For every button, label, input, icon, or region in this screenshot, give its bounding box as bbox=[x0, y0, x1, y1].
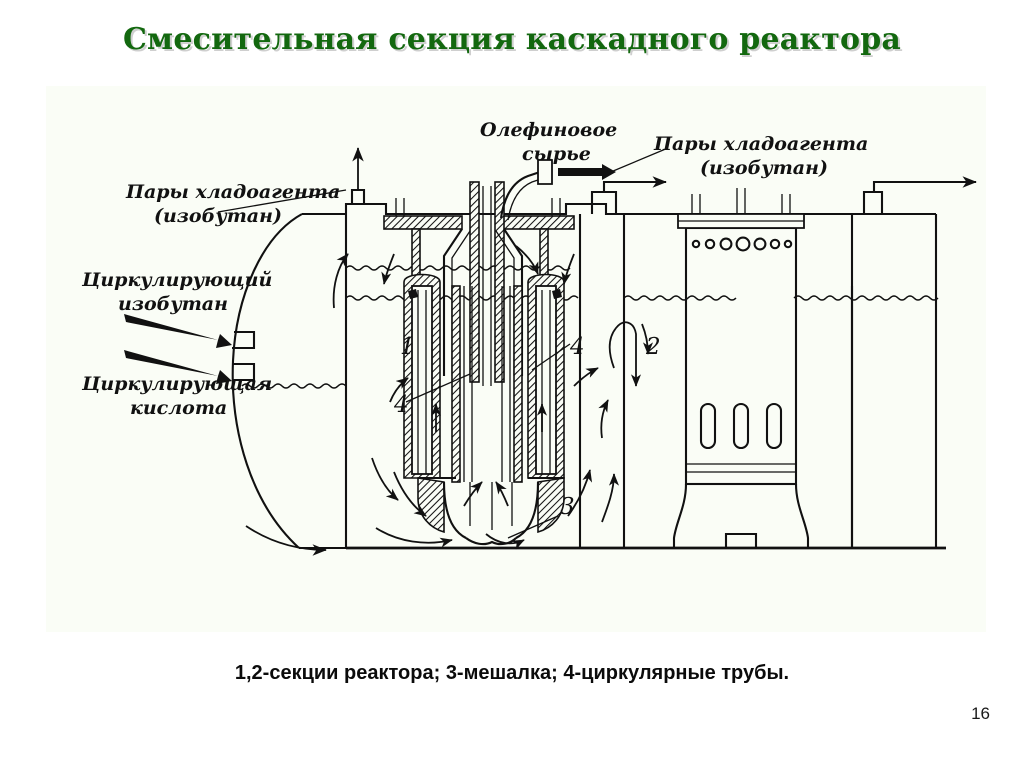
isobutane-feed-arrow bbox=[124, 314, 232, 348]
tubesheet-stub-left bbox=[395, 198, 405, 216]
olefin-feed-arrow bbox=[558, 164, 616, 180]
vessel-left-head bbox=[231, 213, 303, 549]
acid-feed-arrow bbox=[124, 350, 232, 384]
inner-connector-left bbox=[442, 228, 463, 376]
flow-arrow-right-rise bbox=[601, 473, 620, 523]
section2-stub-pipes bbox=[691, 188, 791, 214]
olefin-feed-flange bbox=[537, 159, 553, 185]
leader-callout-3 bbox=[507, 515, 559, 539]
callout-section-2: 2 bbox=[645, 334, 661, 360]
liquid-level-section2-left bbox=[623, 295, 737, 301]
label-circulating-isobutane-line1: Циркулирующий bbox=[81, 269, 272, 291]
vapor-nozzle-section1 bbox=[350, 188, 366, 204]
circulation-tube-right-bore bbox=[535, 285, 557, 475]
label-olefin-feed-line2: сырье bbox=[522, 143, 591, 165]
olefin-feed-elbow-inner bbox=[507, 178, 542, 221]
section2-hole bbox=[753, 237, 767, 251]
label-coolant-vapor-right-line2: (изобутан) bbox=[700, 157, 828, 179]
central-pipe-right-wall bbox=[494, 181, 505, 383]
mixer-housing-right bbox=[537, 477, 565, 534]
section2-skirt-right bbox=[794, 483, 810, 548]
label-olefin-feed-line1: Олефиновое bbox=[480, 119, 617, 141]
flow-arrow-inner-right bbox=[515, 245, 539, 275]
flow-arrow-up-left-tube bbox=[389, 377, 409, 403]
label-circulating-acid-line2: кислота bbox=[130, 397, 227, 419]
section2-column-band bbox=[686, 463, 796, 473]
central-pipe-core bbox=[482, 186, 492, 386]
callout-mixer: 3 bbox=[560, 494, 575, 520]
section2-skirt-left bbox=[672, 483, 688, 548]
flow-arrow-diag-right bbox=[573, 367, 599, 387]
leader-coolant-vapor-left bbox=[217, 189, 347, 213]
flow-arrow-tube-down-left bbox=[381, 253, 395, 285]
leader-coolant-vapor-right bbox=[605, 147, 669, 175]
flow-arrow-loop-right bbox=[608, 321, 642, 387]
central-pipe-left-wall bbox=[469, 181, 480, 383]
circulation-tube-right-inner-lines bbox=[541, 290, 551, 474]
outlet-nozzle bbox=[862, 190, 884, 214]
section2-hole bbox=[719, 237, 733, 251]
tube-top-marker-right bbox=[552, 289, 562, 299]
flow-arrow-bottom-left-sweep bbox=[375, 527, 453, 548]
reactor-diagram-panel: Пары хладоагента (изобутан) Циркулирующи… bbox=[46, 86, 986, 632]
acid-inlet-nozzle bbox=[232, 362, 256, 382]
isobutane-inlet-nozzle bbox=[232, 330, 256, 350]
section2-hole bbox=[704, 238, 716, 250]
liquid-level-left-head bbox=[241, 383, 347, 389]
section2-slot bbox=[765, 402, 783, 450]
olefin-feed-elbow-outer bbox=[499, 171, 541, 219]
flow-arrow-down-left bbox=[371, 457, 399, 501]
label-circulating-acid-line1: Циркулирующая bbox=[81, 373, 272, 395]
page-number: 16 bbox=[971, 704, 990, 723]
section2-hole bbox=[735, 236, 751, 252]
leader-callout-4-left bbox=[405, 373, 471, 403]
mixer-vane-right bbox=[515, 481, 540, 539]
interstage-vapor-pipe bbox=[602, 180, 666, 192]
outlet-pipe bbox=[872, 180, 976, 192]
callout-section-1: 1 bbox=[400, 334, 415, 360]
label-coolant-vapor-left-line1: Пары хладоагента bbox=[125, 181, 340, 203]
page-title: Смесительная секция каскадного реактора bbox=[122, 22, 902, 57]
label-circulating-isobutane-line2: изобутан bbox=[118, 293, 228, 315]
tubesheet-left bbox=[383, 215, 463, 230]
flow-arrow-up-right-outer bbox=[567, 469, 593, 517]
draft-tube-left bbox=[451, 285, 461, 483]
mixer-shaft-lines bbox=[469, 482, 513, 530]
tube-top-marker-left bbox=[408, 289, 418, 299]
mixer-housing-left bbox=[417, 477, 445, 534]
flow-arrow-head-bottom bbox=[245, 525, 327, 556]
label-coolant-vapor-left-line2: (изобутан) bbox=[154, 205, 282, 227]
callout-circ-tube-right: 4 bbox=[569, 334, 585, 360]
circulation-tube-left-bore bbox=[411, 285, 433, 475]
label-coolant-vapor-right-line1: Пары хладоагента bbox=[653, 133, 868, 155]
leader-callout-4-right bbox=[531, 343, 571, 371]
flow-arrow-down-left-2 bbox=[393, 471, 427, 517]
liquid-level-section2-right bbox=[793, 295, 939, 301]
draft-tube-inner-lines bbox=[463, 286, 511, 482]
section2-slot bbox=[699, 402, 717, 450]
flow-arrow-section2-down bbox=[641, 323, 654, 355]
flow-arrow-left-up bbox=[332, 253, 349, 309]
section2-slot bbox=[732, 402, 750, 450]
flow-arrow-mixer-up-right bbox=[495, 481, 509, 507]
tubesheet-stub-right bbox=[551, 198, 561, 216]
section2-hole bbox=[691, 239, 701, 249]
flow-arrow-up-right-2 bbox=[598, 399, 609, 439]
section2-hole bbox=[783, 239, 793, 249]
section2-bottom-outlet bbox=[724, 532, 758, 548]
draft-tube-right bbox=[513, 285, 523, 483]
circulation-tube-left-inner-lines bbox=[417, 290, 427, 474]
mixer-bottom-bowl bbox=[465, 537, 517, 546]
mixer-vane-left bbox=[442, 481, 467, 539]
figure-caption: 1,2-секции реактора; 3-мешалка; 4-циркул… bbox=[234, 662, 790, 684]
flow-arrow-mixer-up-left bbox=[463, 481, 483, 507]
flow-arrow-tube-down-right bbox=[561, 253, 575, 285]
vessel-top-shell bbox=[344, 202, 936, 216]
reactor-schematic: Пары хладоагента (изобутан) Циркулирующи… bbox=[81, 119, 977, 556]
tubesheet-right bbox=[495, 215, 575, 230]
section2-hole bbox=[769, 238, 781, 250]
flow-arrow-bottom-center bbox=[485, 533, 525, 550]
callout-circ-tube-left: 4 bbox=[393, 392, 409, 418]
